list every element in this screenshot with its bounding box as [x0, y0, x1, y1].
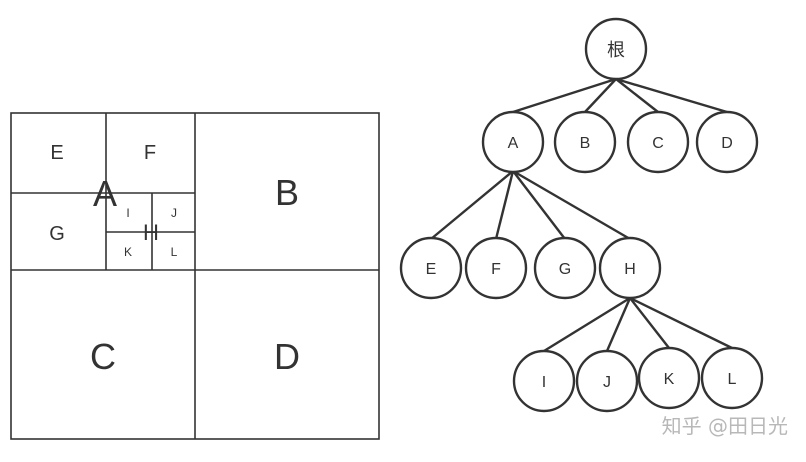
tree-node-g-label: G [559, 261, 571, 278]
tree-node-f-label: F [491, 261, 501, 278]
region-label-g: G [49, 223, 65, 245]
tree-node-i [512, 349, 576, 413]
tree-node-j-label: J [603, 374, 611, 391]
region-label-h: H [143, 220, 159, 245]
region-label-j: J [171, 206, 177, 220]
tree-node-i-label: I [542, 374, 546, 391]
tree-node-f [464, 236, 528, 300]
tree-node-l [700, 346, 764, 410]
tree-node-h [598, 236, 662, 300]
edge-a-h [512, 169, 631, 241]
region-label-f: F [144, 142, 156, 164]
quadtree-grid: E F A G I J K L H B C D [10, 112, 380, 440]
tree-node-a-label: A [508, 135, 519, 152]
tree-node-e [399, 236, 463, 300]
tree-node-g [533, 236, 597, 300]
tree-node-a [481, 110, 545, 174]
tree-node-root [584, 17, 648, 81]
region-label-c: C [90, 336, 116, 377]
watermark: 知乎 @田日光 [661, 414, 788, 438]
tree-node-d-label: D [721, 135, 733, 152]
tree-node-k [637, 346, 701, 410]
tree-node-b [553, 110, 617, 174]
tree-node-k-label: K [664, 371, 675, 388]
edge-root-b [584, 78, 617, 113]
tree-node-d [695, 110, 759, 174]
edge-h-k [629, 297, 670, 349]
edge-root-d [615, 77, 728, 114]
tree-node-b-label: B [580, 135, 591, 152]
tree-node-root-label: 根 [607, 40, 625, 60]
edge-a-g [512, 170, 566, 240]
region-label-b: B [275, 172, 299, 213]
tree-node-c [626, 110, 690, 174]
edge-root-a [512, 77, 617, 114]
edge-h-i [543, 296, 631, 353]
region-label-l: L [171, 245, 178, 259]
region-label-e: E [50, 142, 63, 164]
edge-root-c [615, 78, 659, 113]
tree-node-j [575, 349, 639, 413]
quadtree-tree: 根 A B C D E F G H I J K [399, 17, 764, 413]
region-label-a: A [93, 173, 117, 214]
tree-node-h-label: H [624, 261, 636, 278]
region-label-k: K [124, 245, 132, 259]
tree-node-e-label: E [426, 261, 437, 278]
edge-h-j [605, 297, 632, 352]
edge-a-e [430, 170, 514, 240]
region-label-d: D [274, 336, 300, 377]
tree-node-l-label: L [728, 371, 737, 388]
region-label-i: I [126, 206, 129, 220]
tree-node-c-label: C [652, 135, 664, 152]
edge-a-f [494, 170, 515, 240]
edge-h-l [629, 296, 733, 350]
